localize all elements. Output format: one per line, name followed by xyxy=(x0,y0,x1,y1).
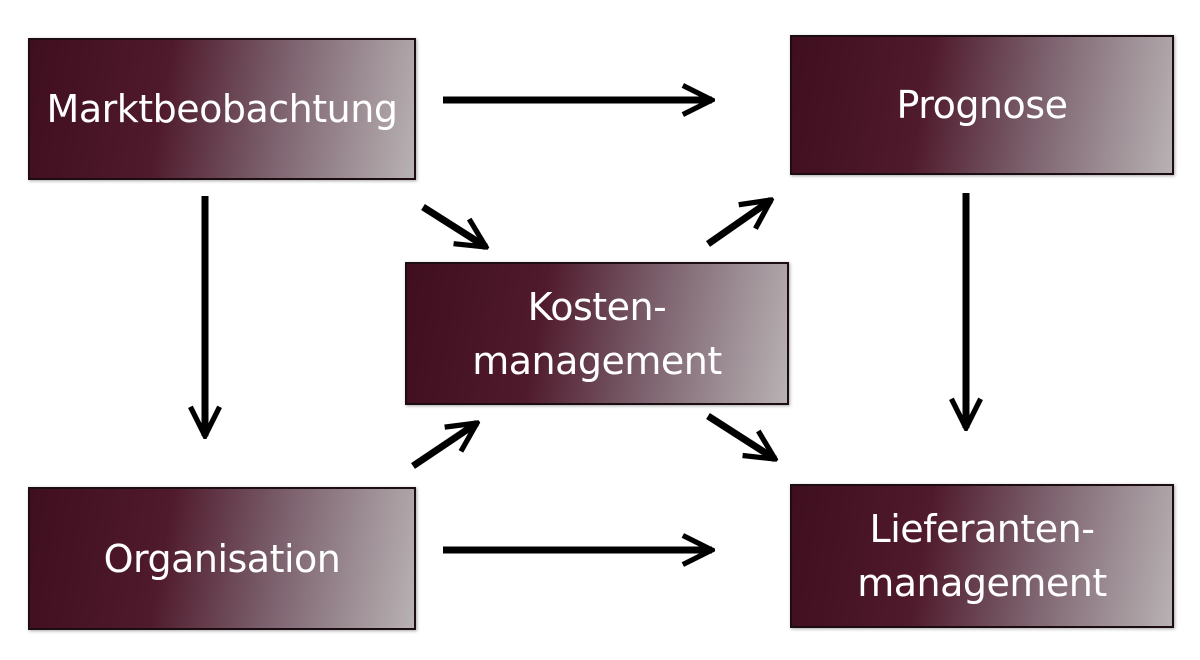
node-prognose: Prognose xyxy=(790,35,1174,175)
node-marktbeobachtung: Marktbeobachtung xyxy=(28,38,416,180)
arrow-kosten-to-prognose xyxy=(705,200,771,247)
node-lieferantenmanagement-line1: Lieferanten- xyxy=(869,507,1095,551)
node-organisation-label: Organisation xyxy=(103,536,341,581)
node-kostenmanagement: Kosten- management xyxy=(405,262,789,405)
node-lieferantenmanagement: Lieferanten- management xyxy=(790,484,1174,628)
node-kostenmanagement-line2: management xyxy=(472,338,722,383)
node-prognose-label: Prognose xyxy=(896,83,1068,127)
arrow-organisation-to-kosten xyxy=(411,423,477,469)
node-kostenmanagement-line1: Kosten- xyxy=(527,284,667,329)
arrow-markt-to-kosten xyxy=(421,204,486,247)
node-marktbeobachtung-label: Marktbeobachtung xyxy=(46,87,398,131)
node-lieferantenmanagement-line2: management xyxy=(857,561,1107,605)
arrow-kosten-to-lieferanten xyxy=(706,413,775,459)
node-organisation: Organisation xyxy=(28,487,416,630)
